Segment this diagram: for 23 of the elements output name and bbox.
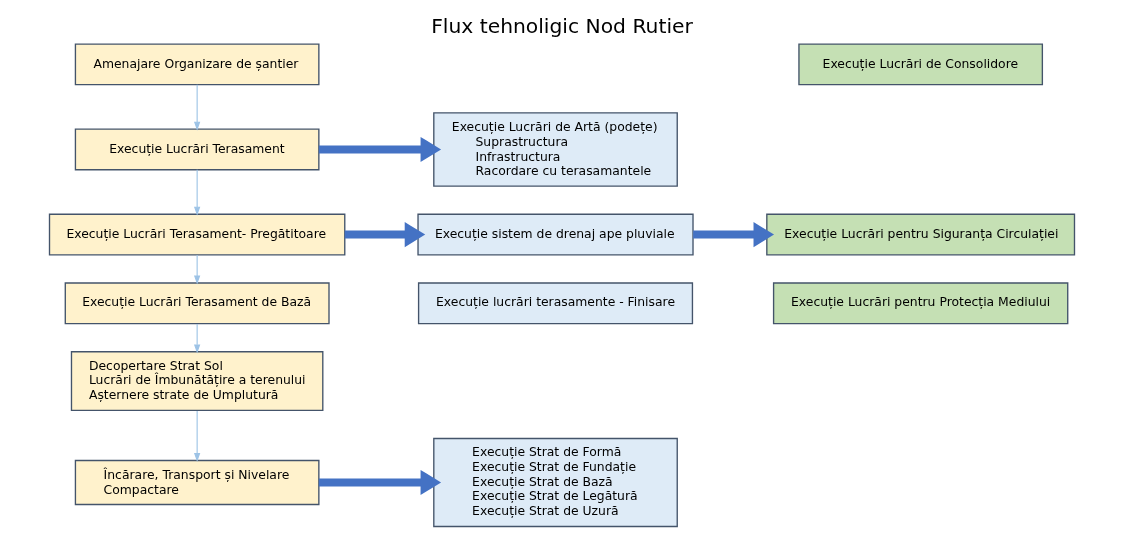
arrow [318,136,442,163]
arrow [194,169,201,216]
node-box: Execuție sistem de drenaj ape pluviale [417,213,694,256]
arrow [344,222,426,248]
diagram-title: Flux tehnoligic Nod Rutier [431,14,693,39]
arrow [693,222,775,248]
node-box: Execuție Lucrări pentru Protecția Mediului [772,282,1069,325]
node-box: Execuție Lucrări pentru Siguranța Circulației [766,213,1076,256]
node-box: Execuție Strat de Formă Execuție Strat de Fundație Execuție Strat de Bază Execuție Strat de Legătură Execuție Strat de Uzură [433,437,678,528]
arrow [194,254,201,285]
node-box: Amenajare Organizare de șantier [74,43,320,86]
node-box: Execuție Lucrări Terasament- Pregătitoare [48,213,346,256]
node-box: Execuție Lucrări de Consolidore [798,43,1044,86]
arrow [318,469,442,496]
node-box: Încărare, Transport și Nivelare Compactare [74,459,320,506]
arrow [194,323,201,354]
arrow [194,410,201,463]
node-box: Execuție lucrări terasamente - Finisare [417,282,694,325]
arrow [194,84,201,131]
node-box: Execuție Lucrări de Artă (podețe) Suprastructura Infrastructura Racordare cu terasamantele [433,112,678,187]
node-box: Decopertare Strat Sol Lucrări de Îmbunătățire a terenului Așternere strate de Umplutură [70,351,324,412]
node-box: Execuție Lucrări Terasament [74,128,320,171]
node-box: Execuție Lucrări Terasament de Bază [64,282,330,325]
